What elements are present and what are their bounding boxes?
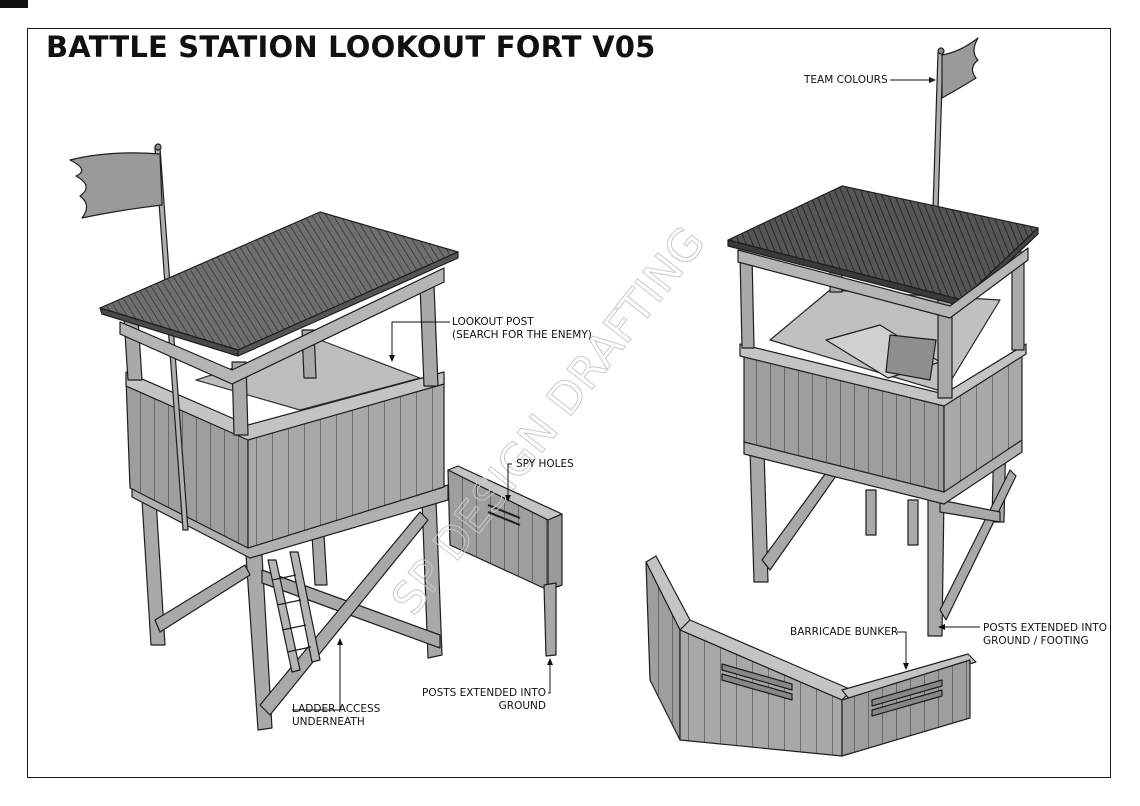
label-lookout-post: LOOKOUT POST (SEARCH FOR THE ENEMY) [452, 316, 592, 342]
label-posts-footing: POSTS EXTENDED INTO GROUND / FOOTING [983, 622, 1107, 648]
label-lookout-post-line2: (SEARCH FOR THE ENEMY) [452, 329, 592, 341]
label-ladder-access: LADDER ACCESS UNDERNEATH [292, 703, 380, 729]
left-flag [69, 152, 163, 219]
label-posts-ground-line1: POSTS EXTENDED INTO [422, 687, 546, 699]
spy-hole-panel [447, 465, 563, 657]
drawing-title: BATTLE STATION LOOKOUT FORT V05 [46, 30, 656, 64]
leader-lines [292, 79, 980, 711]
right-fort-legs [749, 429, 1017, 637]
right-fort [727, 37, 1039, 637]
leader-arrows [337, 77, 945, 670]
label-ladder-line1: LADDER ACCESS [292, 703, 381, 715]
label-spy-holes: SPY HOLES [516, 458, 574, 470]
label-posts-footing-line1: POSTS EXTENDED INTO [983, 622, 1107, 634]
label-posts-footing-line2: GROUND / FOOTING [983, 635, 1089, 647]
drawing-frame [27, 28, 1111, 778]
ladder [267, 551, 321, 673]
left-fort [69, 143, 459, 731]
label-lookout-post-line1: LOOKOUT POST [452, 316, 534, 328]
label-posts-ground: POSTS EXTENDED INTO GROUND [416, 687, 546, 713]
barricade-bunker [645, 555, 977, 757]
label-team-colours: TEAM COLOURS [804, 74, 888, 86]
label-ladder-line2: UNDERNEATH [292, 716, 365, 728]
left-fort-legs [141, 499, 443, 731]
label-posts-ground-line2: GROUND [498, 700, 546, 712]
label-barricade-bunker: BARRICADE BUNKER [790, 626, 899, 638]
right-flag [941, 37, 979, 99]
corner-mark [0, 0, 28, 8]
